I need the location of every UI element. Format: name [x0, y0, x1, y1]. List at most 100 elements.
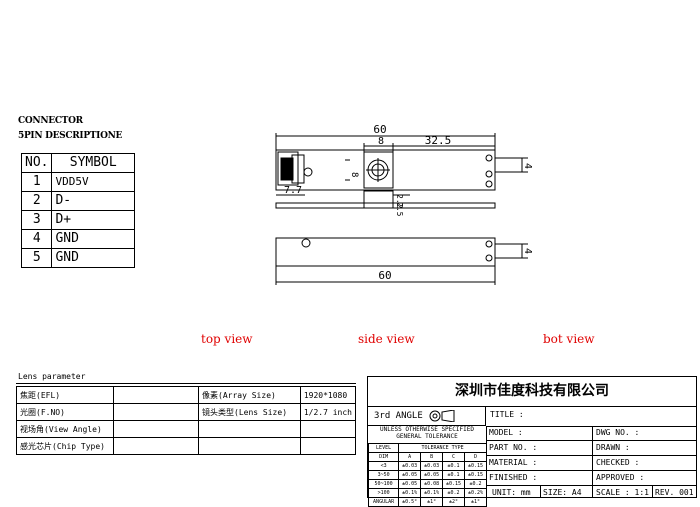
tolerance-type: TOLERANCE TYPE — [398, 443, 487, 453]
approved-field: APPROVED : — [596, 473, 645, 482]
angle-label: 3rd ANGLE — [374, 411, 423, 421]
lens-label: 光圈(F.NO) — [16, 403, 114, 421]
scale-field: SCALE : 1:1 — [596, 488, 649, 497]
tolerance-note-cell: UNLESS OTHERWISE SPECIFIED GENERAL TOLER… — [368, 426, 487, 444]
board-side — [275, 202, 496, 209]
tolerance-note: UNLESS OTHERWISE SPECIFIED — [380, 426, 474, 433]
projection-cell: 3rd ANGLE — [368, 406, 486, 426]
checked-field: CHECKED : — [596, 458, 640, 467]
lens-label2 — [198, 420, 301, 438]
pad-1 — [485, 154, 493, 162]
bottom-divider — [540, 485, 541, 498]
bot-pad-1 — [485, 240, 493, 248]
lens-value2 — [299, 420, 357, 438]
table-row: 视场角(View Angle) — [16, 420, 357, 438]
bot-view-label: bot view — [543, 332, 595, 346]
mechanical-drawing: 60 8 32.5 8 7.7 4 2.2 2.5 4 60 — [275, 123, 533, 285]
lens-label: 感光芯片(Chip Type) — [16, 437, 114, 455]
tol-val: ±0.15 — [464, 470, 487, 480]
unit-field: UNIT: mm — [492, 488, 531, 497]
tol-val: ±0.05 — [398, 479, 422, 489]
pin-symbol: VDD5V — [51, 172, 135, 192]
field-column-divider — [592, 426, 593, 498]
table-row: ANGULAR±0.5°±1°±2°±1° — [367, 497, 487, 507]
lens-value2: 1920*1080 — [299, 386, 357, 404]
model-field: MODEL : — [489, 428, 523, 437]
lens-value — [112, 403, 200, 421]
title-field: TITLE : — [490, 410, 524, 419]
lens-holder — [363, 151, 394, 189]
tol-val: ±0.5° — [398, 497, 422, 507]
tol-val: ±0.05 — [420, 470, 444, 480]
table-row: 50~100±0.05±0.08±0.15±0.2 — [367, 479, 487, 489]
dim-bot-right-height: 4 — [522, 248, 533, 254]
mount-hole-left — [303, 167, 313, 177]
tol-val: ±2° — [442, 497, 466, 507]
lens-label: 焦距(EFL) — [16, 386, 114, 404]
tol-val: ±0.05 — [398, 470, 422, 480]
tol-val: ±0.1 — [442, 461, 466, 471]
tol-dim: 3~50 — [367, 470, 400, 480]
tol-val: ±0.08 — [420, 479, 444, 489]
tol-val: ±0.15 — [464, 461, 487, 471]
table-row: 焦距(EFL) 像素(Array Size) 1920*1080 — [16, 386, 357, 404]
connector-subtitle: 5PIN DESCRIPTIONE — [18, 131, 123, 141]
lens-value — [112, 386, 200, 404]
tol-dim: ANGULAR — [367, 497, 400, 507]
dim-top-right: 32.5 — [425, 134, 452, 147]
bottom-divider-2 — [652, 485, 653, 498]
dwg-no-field: DWG NO. : — [596, 428, 640, 437]
row-divider — [486, 485, 696, 486]
row-divider — [486, 455, 696, 456]
tolerance-general: GENERAL TOLERANCE — [396, 433, 458, 440]
pin-table-header: NO. SYMBOL — [20, 153, 135, 173]
board-top — [275, 149, 496, 191]
dim-side-a-text: 2.2 — [395, 194, 404, 209]
table-row: <3±0.03±0.03±0.1±0.15 — [367, 461, 487, 471]
table-row: 3~50±0.05±0.05±0.1±0.15 — [367, 470, 487, 480]
company-name: 深圳市佳度科技有限公司 — [368, 377, 696, 407]
pin-symbol: GND — [51, 229, 135, 249]
left-divider — [486, 426, 487, 498]
lens-label2: 镜头类型(Lens Size) — [198, 403, 301, 421]
bot-pad-2 — [485, 254, 493, 262]
tol-val: ±0.2 — [464, 479, 487, 489]
lens-label2: 像素(Array Size) — [198, 386, 301, 404]
title-block: 深圳市佳度科技有限公司 3rd ANGLE UNLESS OTHERWISE S… — [367, 376, 697, 507]
title-divider — [486, 426, 696, 427]
pin-symbol: D- — [51, 191, 135, 211]
tol-dim: >100 — [367, 488, 400, 498]
tol-val: ±0.03 — [420, 461, 444, 471]
tol-val: ±0.2% — [464, 488, 487, 498]
table-row: 光圈(F.NO) 镜头类型(Lens Size) 1/2.7 inch — [16, 403, 357, 421]
connector-housing — [291, 154, 305, 184]
tol-val: ±0.1% — [420, 488, 444, 498]
lens-value2 — [299, 437, 357, 455]
top-view-label: top view — [201, 332, 253, 346]
lens-divider — [16, 383, 356, 384]
lens-label2 — [198, 437, 301, 455]
tol-val: ±0.03 — [398, 461, 422, 471]
lens-value2: 1/2.7 inch — [299, 403, 357, 421]
material-field: MATERIAL : — [489, 458, 538, 467]
bot-hole-left — [301, 238, 311, 248]
dim-top-width: 60 — [373, 123, 386, 136]
connector-outline — [277, 151, 299, 186]
dim-top-left-bottom: 7.7 — [284, 185, 302, 196]
rev-field: REV. 001 — [655, 488, 694, 497]
dim-top-offset: 8 — [378, 136, 384, 147]
col-a: A — [398, 452, 422, 462]
lens-label: 视场角(View Angle) — [16, 420, 114, 438]
tol-val: ±0.1 — [442, 470, 466, 480]
row-divider — [486, 440, 696, 441]
lens-value — [112, 437, 200, 455]
pad-3 — [485, 180, 493, 188]
